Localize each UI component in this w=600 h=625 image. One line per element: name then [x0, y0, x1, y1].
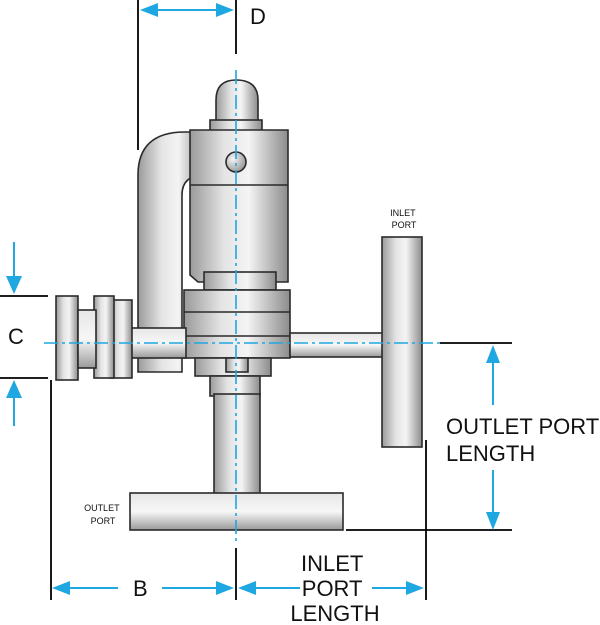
outlet-pipe — [213, 393, 261, 495]
inlet-flange — [381, 236, 423, 448]
label-b: B — [133, 576, 148, 601]
valve-body — [183, 289, 291, 359]
outlet-port-tag: OUTLET PORT — [84, 503, 122, 526]
inlet-pipe — [289, 332, 387, 358]
d-dimension-arrow — [140, 3, 234, 17]
label-c: C — [8, 324, 24, 349]
inlet-port-length-arrow — [238, 581, 424, 595]
outlet-connector-nut-1 — [93, 295, 115, 379]
label-d: D — [250, 4, 266, 29]
inlet-port-length-label: INLET PORT LENGTH — [290, 551, 379, 625]
bonnet-collar — [203, 271, 277, 291]
inlet-port-tag: INLET PORT — [390, 208, 418, 230]
outlet-connector-flange — [55, 295, 79, 381]
outlet-port-length-label: OUTLET PORT LENGTH — [446, 414, 600, 466]
c-dimension-arrows — [6, 242, 22, 426]
outlet-port-length-arrow — [486, 345, 500, 530]
b-dimension-arrow — [52, 581, 234, 595]
